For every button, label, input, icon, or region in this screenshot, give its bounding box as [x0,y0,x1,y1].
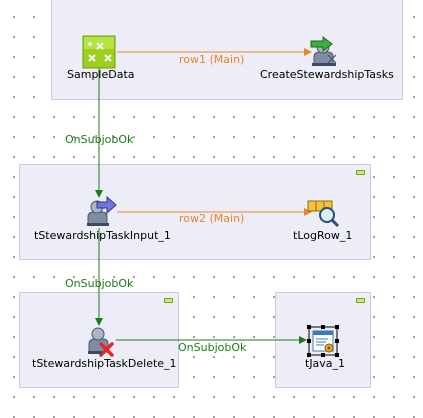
row1-link-label: row1 (Main) [179,53,245,66]
java-label: tJava_1 [305,357,346,370]
stewardship-delete-icon [88,327,114,357]
stewardship-task-delete-label: tStewardshipTaskDelete_1 [32,357,177,370]
subjob-3-collapse-button[interactable] [164,298,173,303]
log-row-icon [307,200,340,228]
sample-data-label: SampleData [67,68,135,81]
subjob-ok-label-3: OnSubjobOk [178,341,247,354]
create-stewardship-tasks-component[interactable] [306,35,340,69]
sample-data-component[interactable] [82,35,116,69]
stewardship-output-icon [310,35,337,66]
stewardship-task-input-label: tStewardshipTaskInput_1 [34,229,171,242]
java-component[interactable] [306,324,340,358]
create-stewardship-tasks-label: CreateStewardshipTasks [260,68,394,81]
stewardship-task-input-component[interactable] [83,195,117,229]
subjob-4-collapse-button[interactable] [356,298,365,303]
row2-link-label: row2 (Main) [179,212,245,225]
log-row-component[interactable] [306,195,340,229]
log-row-label: tLogRow_1 [293,229,353,242]
java-code-icon [307,325,339,357]
row-generator-icon [82,35,116,69]
subjob-ok-label-2: OnSubjobOk [65,277,134,290]
stewardship-input-icon [87,195,117,226]
subjob-2-collapse-button[interactable] [356,170,365,175]
stewardship-task-delete-component[interactable] [83,324,117,358]
subjob-ok-label-1: OnSubjobOk [65,133,134,146]
